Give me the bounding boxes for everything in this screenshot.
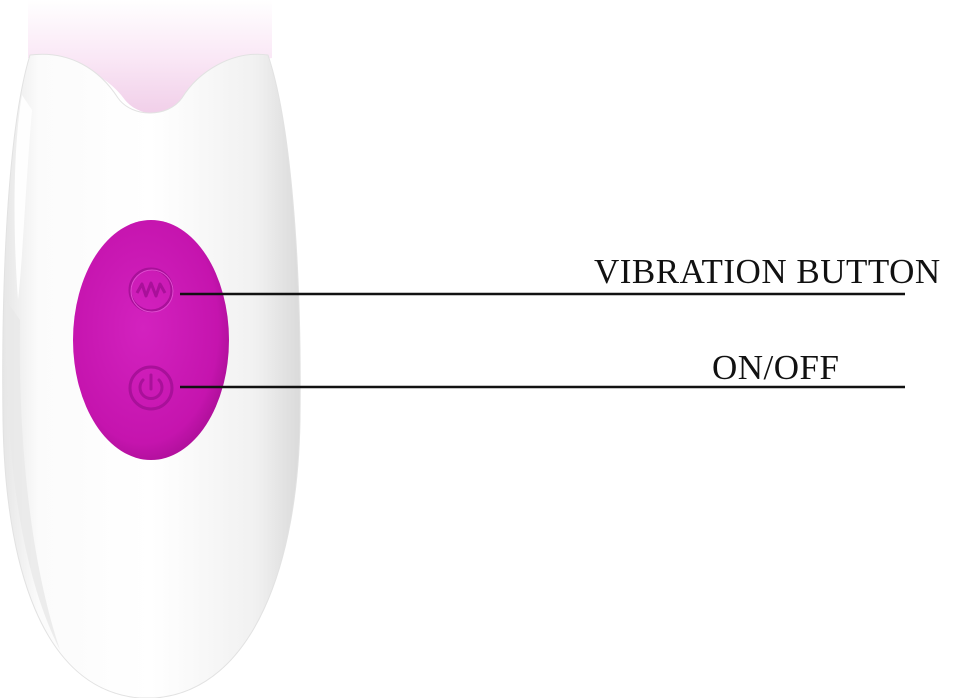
body-highlight bbox=[14, 95, 32, 300]
pink-tip bbox=[28, 0, 272, 114]
power-icon bbox=[128, 365, 174, 411]
wave-icon bbox=[128, 267, 174, 313]
control-panel bbox=[73, 220, 229, 460]
vibration-button-label: VIBRATION BUTTON bbox=[594, 252, 941, 291]
onoff-label: ON/OFF bbox=[712, 348, 840, 387]
body-shadow-left bbox=[5, 300, 60, 650]
